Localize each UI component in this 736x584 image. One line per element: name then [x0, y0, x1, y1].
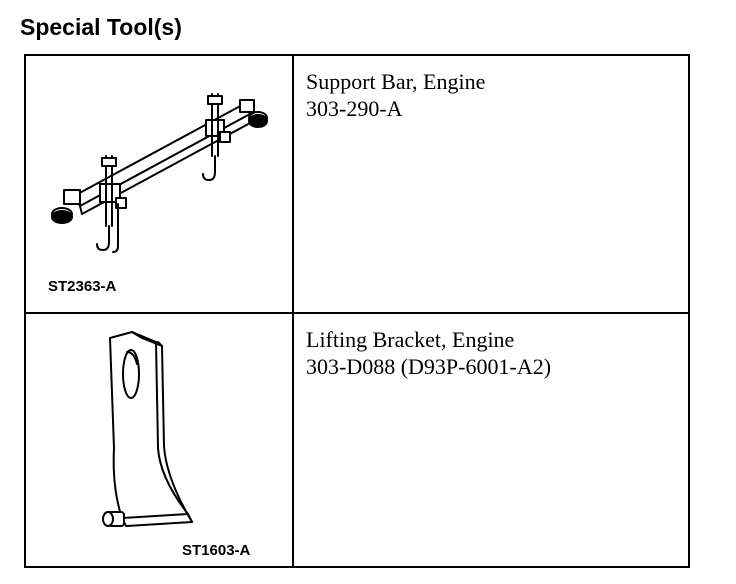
- illustration-code: ST1603-A: [182, 542, 251, 559]
- tool-name: Lifting Bracket, Engine: [306, 327, 515, 352]
- tool-number: 303-D088 (D93P-6001-A2): [306, 354, 552, 379]
- tool-description-cell: Support Bar, Engine 303-290-A: [294, 56, 688, 312]
- tool-row: ST1603-A Lifting Bracket, Engine 303-D08…: [26, 314, 688, 566]
- illustration-code: ST2363-A: [48, 278, 117, 295]
- tool-illustration-cell: ST2363-A: [26, 56, 294, 312]
- engine-lifting-bracket-icon: [102, 331, 193, 527]
- special-tools-table: ST2363-A Support Bar, Engine 303-290-A: [24, 54, 690, 568]
- engine-support-bar-icon: [51, 93, 268, 253]
- tool-illustration-cell: ST1603-A: [26, 314, 294, 566]
- tool-name: Support Bar, Engine: [306, 69, 486, 94]
- tool-number: 303-290-A: [306, 96, 403, 121]
- section-heading: Special Tool(s): [20, 14, 182, 40]
- tool-row: ST2363-A Support Bar, Engine 303-290-A: [26, 56, 688, 314]
- tool-description-cell: Lifting Bracket, Engine 303-D088 (D93P-6…: [294, 314, 688, 566]
